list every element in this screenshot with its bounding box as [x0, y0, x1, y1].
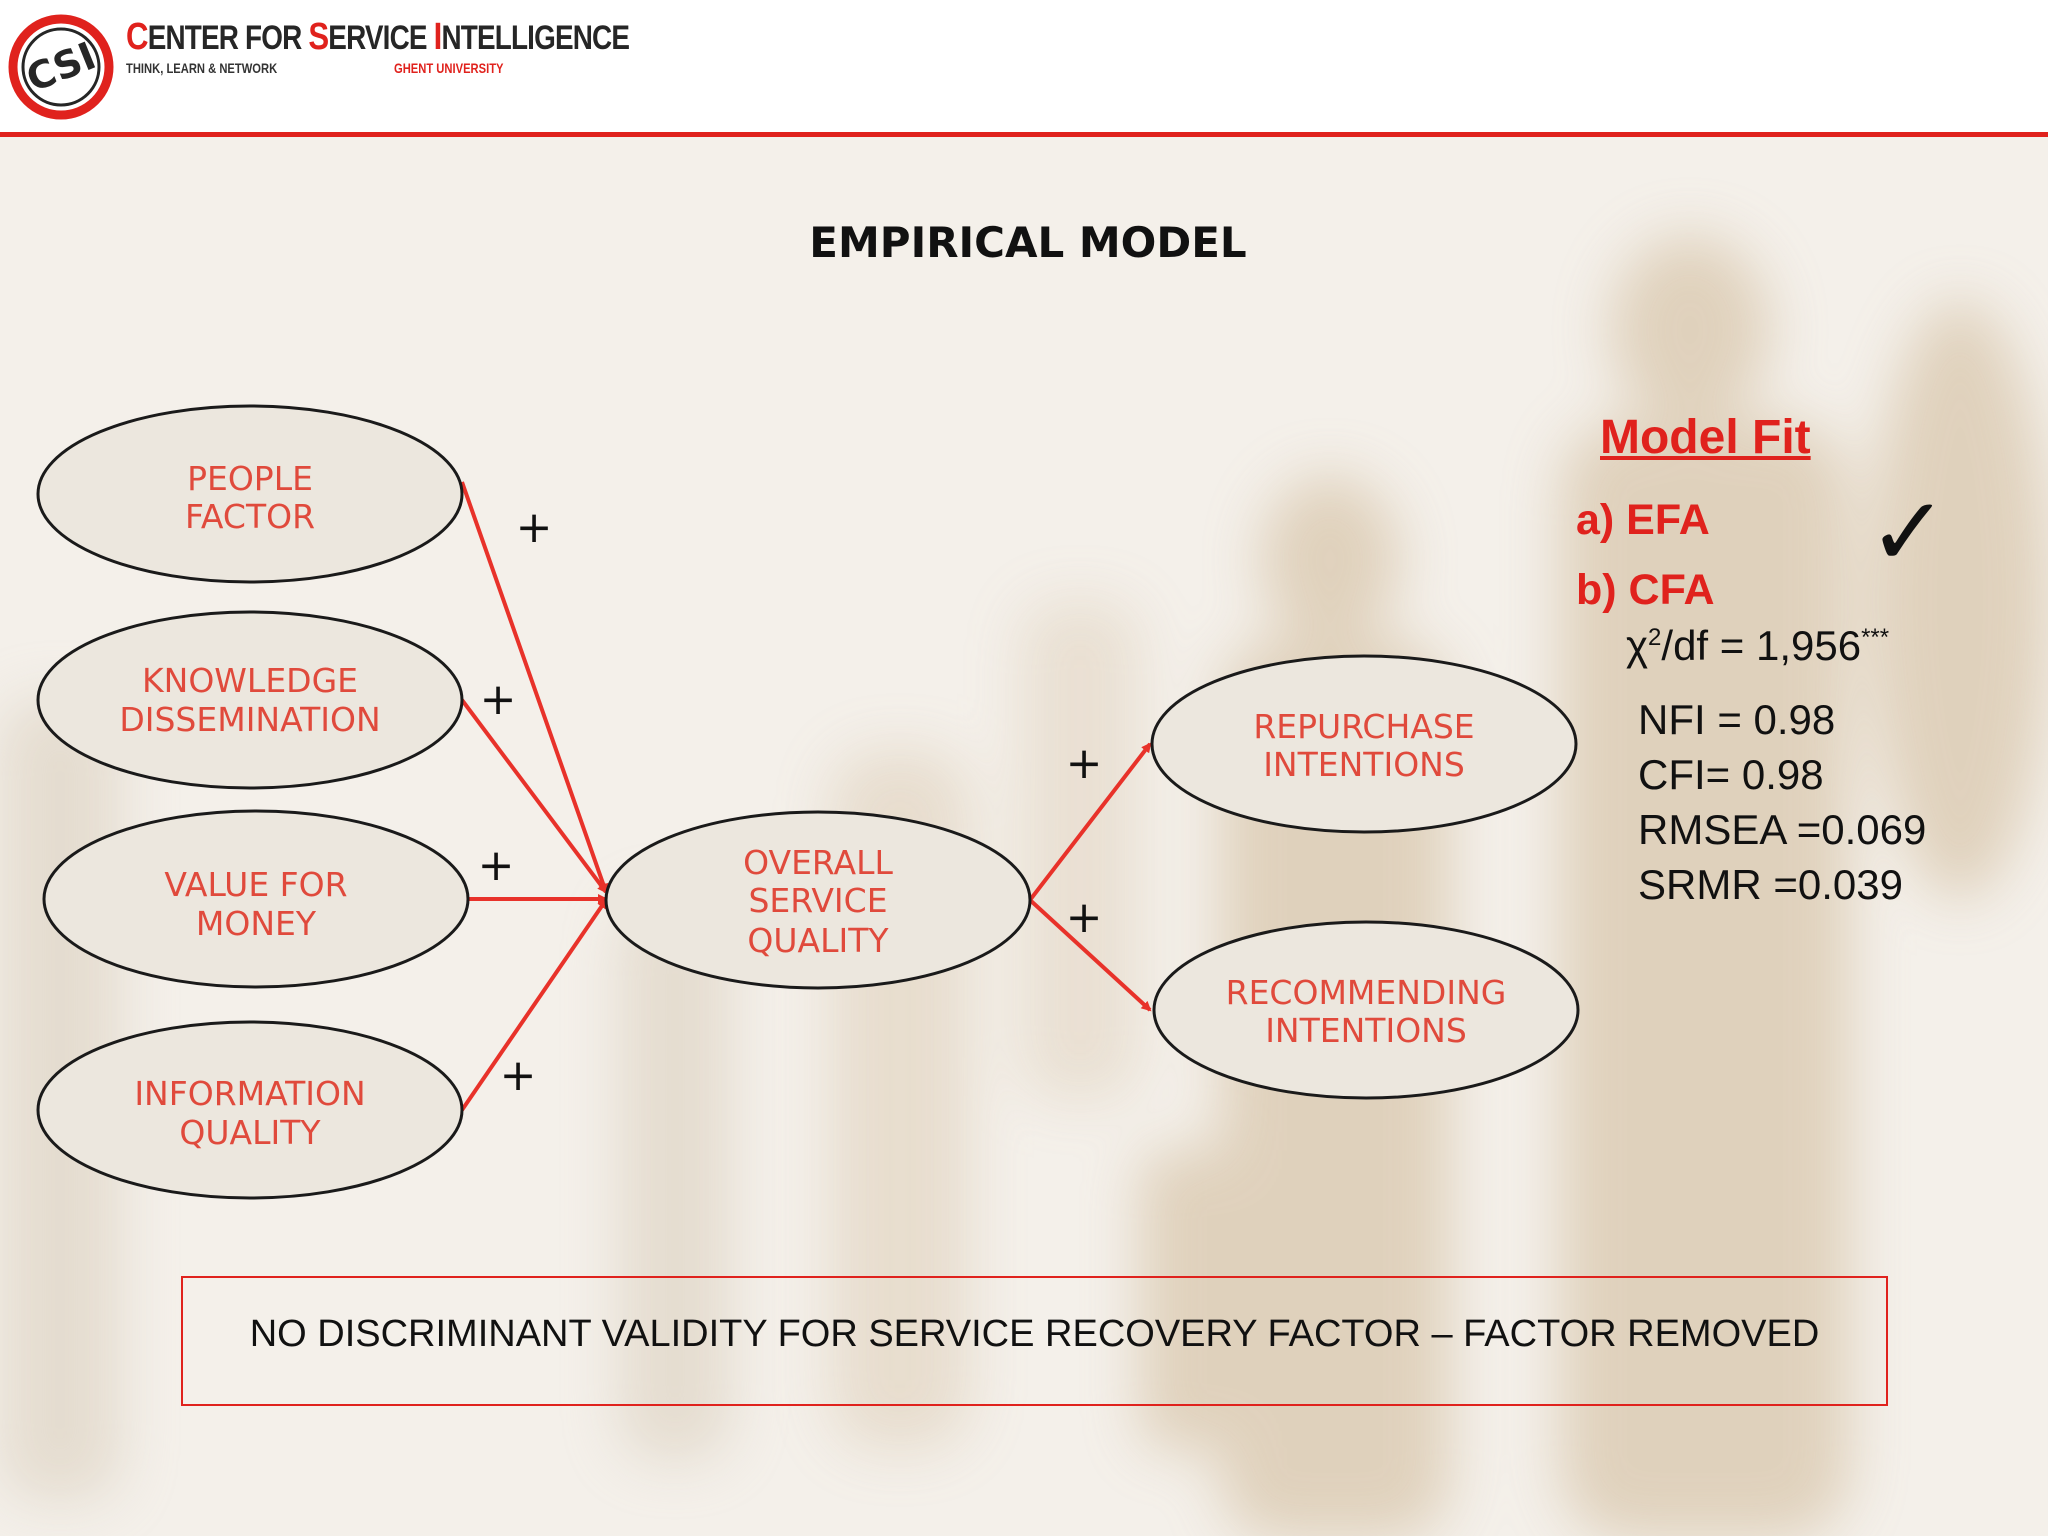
brand-block: CENTER FOR SERVICE INTELLIGENCE THINK, L… [126, 16, 740, 76]
edge-sign-recommending: + [1066, 892, 1103, 943]
node-overall-service-quality [604, 810, 1032, 990]
edge-knowledge-to-overall [460, 698, 608, 894]
note-box: NO DISCRIMINANT VALIDITY FOR SERVICE REC… [181, 1276, 1888, 1406]
node-label-knowledge-1: KNOWLEDGE [142, 661, 358, 700]
model-fit-cfa: b) CFA [1576, 566, 1715, 614]
edge-information-to-overall [460, 898, 608, 1112]
node-information-quality [36, 1020, 464, 1200]
node-value-for-money [42, 809, 470, 989]
node-label-overall-1: OVERALL [743, 843, 893, 882]
node-label-recommending-2: INTENTIONS [1265, 1011, 1467, 1050]
fit-stat-srmr: SRMR =0.039 [1638, 861, 1903, 908]
chi-square-df: χ2/df = 1,956*** [1626, 622, 1890, 669]
node-label-value-2: MONEY [196, 904, 317, 943]
csi-logo: CSI [8, 14, 114, 120]
node-label-repurchase-2: INTENTIONS [1263, 745, 1465, 784]
fit-stat-nfi: NFI = 0.98 [1638, 696, 1836, 743]
model-fit-title: Model Fit [1600, 411, 1811, 464]
slide-title: EMPIRICAL MODEL [809, 218, 1247, 267]
note-text: NO DISCRIMINANT VALIDITY FOR SERVICE REC… [249, 1313, 1820, 1355]
node-label-information-1: INFORMATION [134, 1074, 365, 1113]
node-people-factor [36, 404, 464, 584]
edge-overall-to-recommending [1028, 898, 1152, 1012]
node-label-overall-2: SERVICE [748, 881, 887, 920]
node-label-recommending-1: RECOMMENDING [1226, 973, 1507, 1012]
node-knowledge-dissemination [36, 610, 464, 790]
node-label-people-2: FACTOR [185, 497, 315, 536]
node-recommending-intentions [1152, 920, 1580, 1100]
node-repurchase-intentions [1150, 654, 1578, 834]
fit-stat-cfi: CFI= 0.98 [1638, 751, 1824, 798]
edge-people-to-overall [460, 481, 609, 894]
fit-stat-rmsea: RMSEA =0.069 [1638, 806, 1927, 853]
node-label-overall-3: QUALITY [747, 921, 889, 960]
edge-sign-knowledge: + [480, 674, 517, 725]
header-bar [0, 0, 2048, 134]
brand-university: GHENT UNIVERSITY [394, 60, 504, 76]
edge-sign-value: + [478, 840, 515, 891]
node-label-repurchase-1: REPURCHASE [1253, 707, 1474, 746]
edge-sign-repurchase: + [1066, 738, 1103, 789]
header-divider [0, 132, 2048, 137]
node-label-information-2: QUALITY [179, 1113, 321, 1152]
model-fit-efa: a) EFA [1576, 496, 1710, 544]
edge-overall-to-repurchase [1028, 742, 1152, 902]
check-icon: ✓ [1868, 476, 1949, 588]
edge-sign-people: + [516, 502, 553, 553]
node-label-people-1: PEOPLE [187, 459, 313, 498]
node-label-value-1: VALUE FOR [164, 865, 347, 904]
brand-tagline: THINK, LEARN & NETWORK [126, 60, 278, 76]
node-label-knowledge-2: DISSEMINATION [119, 700, 380, 739]
edge-sign-information: + [500, 1050, 537, 1101]
brand-name: CENTER FOR SERVICE INTELLIGENCE [126, 16, 630, 58]
